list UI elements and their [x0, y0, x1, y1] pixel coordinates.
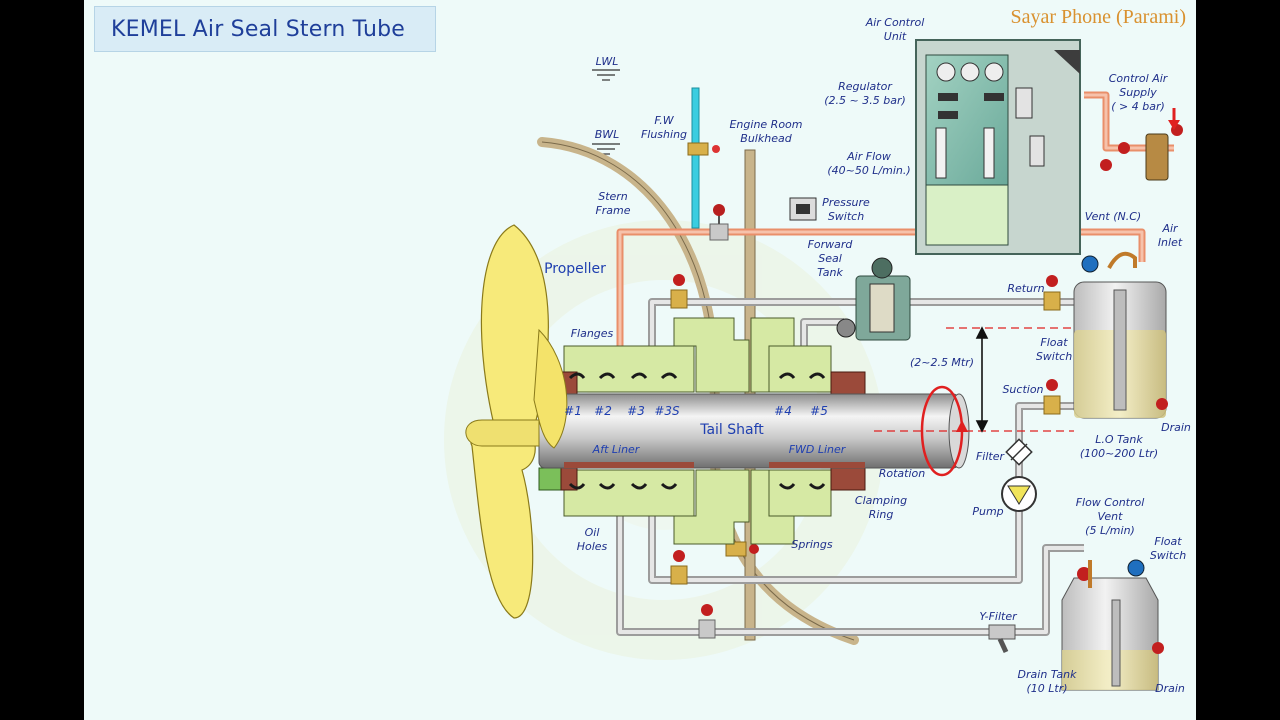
clamping-ring-label: Clamping Ring	[854, 494, 908, 521]
y-filter-label: Y-Filter	[979, 610, 1017, 623]
seal-3s-label: #3S	[654, 404, 680, 418]
forward-seal-tank-label: Forward Seal Tank	[807, 238, 853, 279]
rotation-arrow	[920, 385, 968, 477]
aft-lip-seals	[568, 372, 678, 490]
pressure-switch-label: Pressure Switch	[822, 196, 870, 223]
flow-control-vent-label: Flow Control Vent (5 L/min)	[1075, 496, 1145, 537]
aft-liner-label: Aft Liner	[592, 443, 640, 456]
lwl-label: LWL	[595, 55, 619, 68]
lower-valve-1[interactable]	[670, 550, 688, 585]
fwd-liner	[769, 462, 865, 468]
vent-nc-label: Vent (N.C)	[1084, 210, 1142, 223]
float-switch-bottom-label: Float Switch	[1149, 535, 1187, 562]
oil-holes-label: Oil Holes	[576, 526, 608, 553]
suction-label: Suction	[1002, 383, 1044, 396]
filter-label: Filter	[975, 450, 1005, 463]
aft-seal-housing	[538, 345, 695, 517]
flanges-label: Flanges	[570, 327, 614, 340]
air-valve[interactable]	[709, 204, 729, 241]
page-title: KEMEL Air Seal Stern Tube	[111, 17, 406, 42]
lo-tank-label: L.O Tank (100~200 Ltr)	[1079, 433, 1159, 460]
propeller	[465, 224, 568, 619]
distance-label: (2~2.5 Mtr)	[909, 356, 975, 369]
forward-seal-tank	[836, 257, 911, 341]
fwd-liner-label: FWD Liner	[788, 443, 846, 456]
title-box: KEMEL Air Seal Stern Tube	[94, 6, 436, 52]
drain-tank-label: Drain Tank (10 Ltr)	[1017, 668, 1077, 695]
lwl-symbol	[592, 69, 620, 81]
lo-tank	[1073, 251, 1168, 419]
pump-symbol	[1001, 476, 1037, 512]
brand-label: Sayar Phone (Parami)	[1010, 6, 1186, 28]
fwd-seal-housing	[768, 345, 866, 517]
pressure-switch	[789, 197, 817, 221]
slide: KEMEL Air Seal Stern Tube Sayar Phone (P…	[84, 0, 1196, 720]
return-label: Return	[1007, 282, 1045, 295]
y-filter-symbol	[988, 624, 1016, 654]
fw-flushing-valve[interactable]	[687, 142, 720, 156]
air-control-unit-label: Air Control Unit	[865, 16, 925, 43]
aft-liner	[564, 462, 694, 468]
drain-tank	[1061, 559, 1164, 691]
fwd-lower-valve[interactable]	[725, 541, 759, 557]
control-air-supply-assembly	[1100, 108, 1183, 181]
air-flow-label: Air Flow (40~50 L/min.)	[827, 150, 911, 177]
propeller-label: Propeller	[544, 261, 606, 277]
air-control-unit-panel	[915, 39, 1081, 255]
drain-top-label: Drain	[1161, 421, 1191, 434]
float-switch-top-label: Float Switch	[1035, 336, 1073, 363]
fw-flushing-label: F.W Flushing	[640, 114, 688, 141]
rotation-label: Rotation	[878, 467, 926, 480]
stern-frame-label: Stern Frame	[595, 190, 631, 217]
filter-symbol	[1005, 438, 1033, 466]
pump-label: Pump	[972, 505, 1004, 518]
fwd-lip-seals	[778, 372, 826, 490]
tail-shaft-label: Tail Shaft	[700, 422, 764, 438]
seal-2-label: #2	[594, 404, 612, 418]
stern-tube-diagram	[444, 39, 1183, 691]
lower-valve-2[interactable]	[698, 604, 716, 639]
springs-label: Springs	[791, 538, 833, 551]
return-valve[interactable]	[1043, 275, 1061, 311]
seal-1-label: #1	[564, 404, 582, 418]
air-inlet-label: Air Inlet	[1157, 222, 1183, 249]
stern-return-valve[interactable]	[670, 274, 688, 309]
control-air-supply-label: Control Air Supply ( > 4 bar)	[1108, 72, 1168, 113]
seal-3-label: #3	[627, 404, 645, 418]
bwl-label: BWL	[594, 128, 620, 141]
engine-room-bulkhead-label: Engine Room Bulkhead	[729, 118, 803, 145]
distance-arrow	[975, 326, 989, 433]
suction-valve[interactable]	[1043, 379, 1061, 415]
seal-4-label: #4	[774, 404, 792, 418]
regulator-label: Regulator (2.5 ~ 3.5 bar)	[824, 80, 906, 107]
seal-5-label: #5	[810, 404, 828, 418]
drain-bottom-label: Drain	[1155, 682, 1185, 695]
fw-flushing-pipe	[691, 87, 700, 229]
